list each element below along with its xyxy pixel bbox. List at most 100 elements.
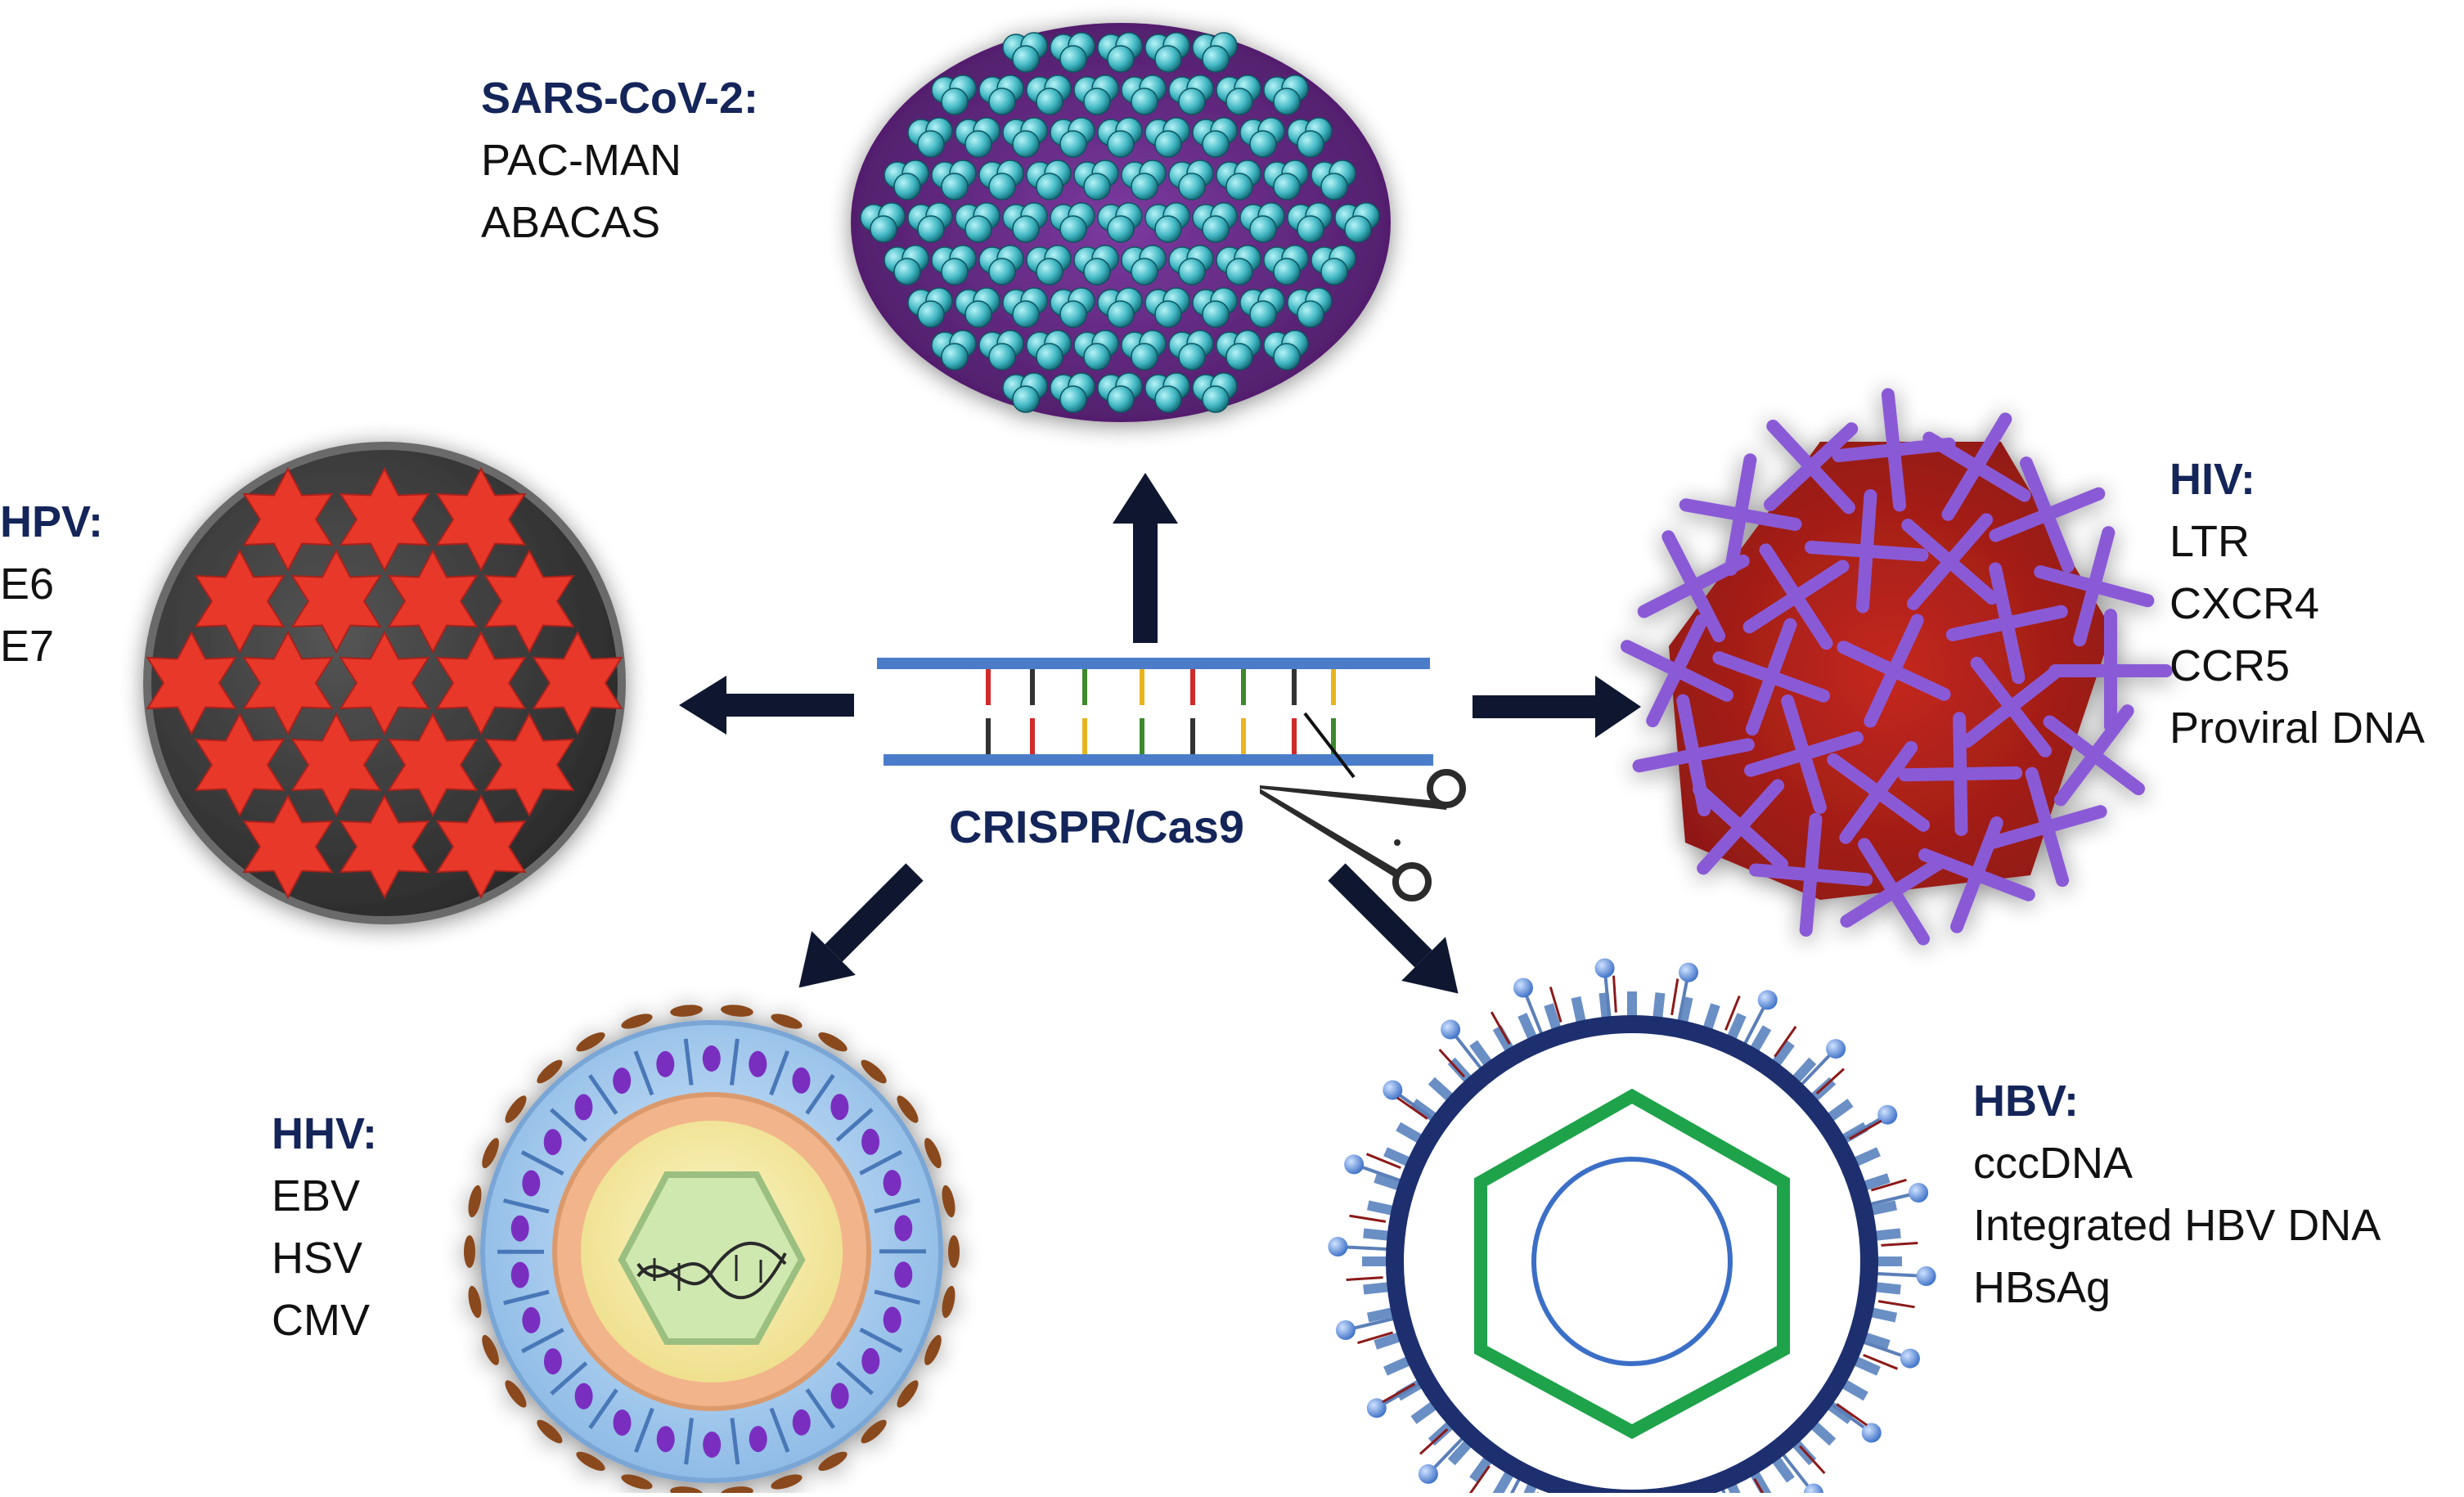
hhv-glycoprotein [465, 1284, 483, 1319]
hhv-envelope-protein [511, 1216, 529, 1242]
hbv-antigen-ball [1862, 1423, 1882, 1443]
hbv-antigen-ball [1909, 1183, 1928, 1203]
sars-spike-subunit [1345, 216, 1371, 242]
hbv-target: Integrated HBV DNA [1973, 1194, 2381, 1256]
arrow-right-hiv [1473, 676, 1641, 738]
hbv-red-marker [1881, 1243, 1918, 1246]
hhv-envelope-protein [793, 1409, 811, 1436]
hhv-envelope-protein [544, 1348, 562, 1374]
sars-spike-subunit [1131, 344, 1158, 370]
hbv-antigen-ball [1900, 1349, 1920, 1369]
hhv-envelope-protein [613, 1068, 631, 1094]
sars-spike-subunit [942, 258, 968, 285]
sars-spike-subunit [1108, 386, 1134, 412]
sars-spike-subunit [1274, 258, 1300, 285]
scissors-icon [1260, 713, 1463, 898]
hpv-target: E7 [0, 615, 103, 677]
hbv-antigen-ball [1328, 1237, 1347, 1256]
sars-spike-subunit [942, 173, 968, 200]
sars-spike-subunit [1179, 344, 1205, 370]
hbv-red-marker [1614, 976, 1616, 1013]
sars-spike-subunit [965, 301, 991, 327]
hhv-target: EBV [272, 1165, 377, 1227]
hiv-title: HIV: [2169, 448, 2425, 510]
hhv-envelope-protein [831, 1383, 849, 1409]
hhv-envelope-protein [657, 1426, 675, 1452]
hhv-glycoprotein [619, 1011, 654, 1032]
hhv-glycoprotein [720, 1485, 753, 1493]
hhv-envelope-protein [522, 1307, 540, 1333]
sars-cov-2-virion [851, 23, 1391, 422]
sars-spike-subunit [1226, 88, 1252, 115]
sars-spike-subunit [1274, 173, 1300, 200]
hbv-antigen-ball [1383, 1081, 1402, 1100]
sars-spike-subunit [989, 88, 1015, 115]
hhv-glycoprotein [769, 1011, 803, 1032]
arrow-down-left-hhv [777, 850, 937, 1009]
hhv-envelope-protein [511, 1262, 529, 1288]
sars-spike-subunit [1179, 88, 1205, 115]
sars-spike-subunit [965, 131, 991, 157]
hhv-glycoprotein [669, 1004, 703, 1018]
hiv-label: HIV: LTR CXCR4 CCR5 Proviral DNA [2169, 448, 2425, 759]
hhv-envelope-protein [793, 1068, 811, 1094]
hbv-red-marker [1672, 979, 1678, 1015]
sars-spike-subunit [1226, 173, 1252, 200]
sars-spike-subunit [1084, 173, 1110, 200]
sars-spike-subunit [918, 216, 944, 242]
sars-spike-subunit [942, 88, 968, 115]
hhv-target: CMV [272, 1289, 377, 1351]
hhv-envelope-protein [544, 1129, 562, 1155]
hhv-envelope-protein [861, 1348, 879, 1374]
hhv-glycoprotein [464, 1235, 475, 1268]
hbv-red-marker [1817, 1069, 1844, 1094]
sars-spike-subunit [1250, 301, 1276, 327]
hpv-title: HPV: [0, 491, 103, 553]
hpv-virion [147, 446, 622, 920]
sars-spike-subunit [1250, 216, 1276, 242]
hhv-virion [464, 1004, 960, 1493]
hhv-envelope-protein [884, 1307, 902, 1333]
sars-spike-subunit [1060, 216, 1086, 242]
crispr-dna-graphic [877, 658, 1433, 766]
sars-spike-subunit [1203, 386, 1229, 412]
hhv-envelope-protein [614, 1409, 632, 1436]
sars-spike-subunit [1274, 344, 1300, 370]
sars-spike-subunit [1108, 131, 1134, 157]
sars-spike-subunit [1108, 216, 1134, 242]
hhv-envelope-protein [749, 1051, 767, 1077]
sars-spike-subunit [1297, 301, 1324, 327]
sars-spike-subunit [1179, 258, 1205, 285]
hbv-label: HBV: cccDNA Integrated HBV DNA HBsAg [1973, 1070, 2381, 1319]
hbv-antigen-ball [1595, 959, 1615, 978]
hpv-target: E6 [0, 553, 103, 615]
sars-spike-subunit [1131, 88, 1158, 115]
sars-spike-subunit [1036, 173, 1063, 200]
hhv-envelope-protein [522, 1171, 540, 1197]
hbv-red-marker [1347, 1278, 1383, 1280]
sars-spike-subunit [965, 216, 991, 242]
hhv-glycoprotein [619, 1472, 654, 1493]
hbv-red-marker [1420, 1429, 1447, 1454]
hhv-glycoprotein [720, 1004, 753, 1018]
sars-spike-subunit [1321, 258, 1347, 285]
arrow-up-sars [1113, 473, 1178, 643]
sars-spike-subunit [918, 131, 944, 157]
sars-spike-subunit [1203, 131, 1229, 157]
hhv-envelope-protein [894, 1261, 912, 1288]
hhv-envelope-protein [884, 1170, 902, 1196]
sars-spike-subunit [1036, 344, 1063, 370]
sars-spike-subunit [1131, 258, 1158, 285]
hiv-target: Proviral DNA [2169, 697, 2425, 759]
sars-spike-subunit [1321, 173, 1347, 200]
sars-spike-subunit [1108, 301, 1134, 327]
hhv-envelope-protein [749, 1426, 767, 1452]
sars-spike-subunit [989, 344, 1015, 370]
hhv-glycoprotein [465, 1184, 483, 1218]
sars-spike-subunit [1108, 46, 1134, 72]
sars-spike-subunit [1155, 46, 1181, 72]
hbv-antigen-ball [1419, 1464, 1438, 1484]
sars-spike-subunit [1155, 301, 1181, 327]
hbv-antigen-ball [1513, 978, 1533, 998]
hiv-target: CXCR4 [2169, 573, 2425, 635]
